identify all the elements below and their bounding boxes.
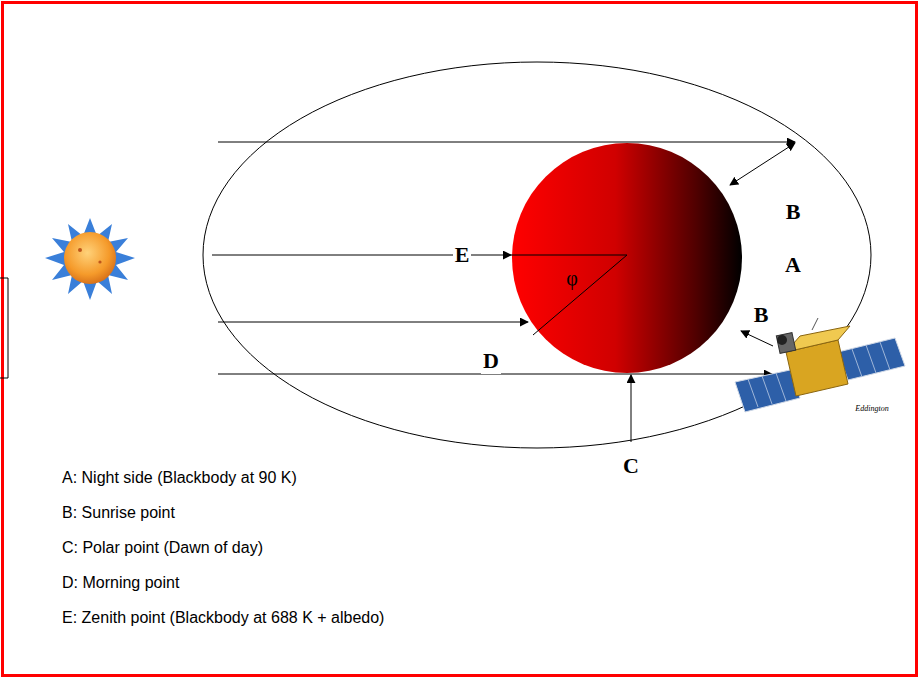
sun-ray — [218, 374, 772, 375]
key-line: A: Night side (Blackbody at 90 K) — [62, 469, 297, 487]
sun-ray — [218, 142, 795, 143]
region-letter: A — [783, 252, 803, 277]
region-letter: D — [481, 348, 501, 373]
planet-disc — [512, 143, 742, 373]
sunrise-arrow — [741, 331, 773, 346]
sun-icon — [45, 218, 135, 300]
radius-line — [533, 255, 627, 335]
edge-bracket — [0, 278, 8, 378]
polar-arrow — [631, 375, 632, 442]
key-line: B: Sunrise point — [62, 504, 175, 522]
maker-mark: Eddington — [854, 404, 889, 413]
key-line: E: Zenith point (Blackbody at 688 K + al… — [62, 609, 384, 627]
sun-ray — [218, 322, 528, 323]
radius-line — [511, 255, 627, 256]
sunrise-arrow — [730, 143, 795, 185]
orbit-ellipse — [203, 62, 871, 448]
key-line: C: Polar point (Dawn of day) — [62, 539, 263, 557]
region-letter: E — [453, 242, 472, 267]
region-letter: B — [784, 199, 803, 224]
red-frame — [3, 3, 917, 676]
key-line: D: Morning point — [62, 574, 179, 592]
satellite-icon — [735, 318, 905, 412]
region-letter: B — [752, 302, 771, 327]
angle-symbol: φ — [566, 267, 578, 290]
region-letter: C — [621, 453, 641, 478]
